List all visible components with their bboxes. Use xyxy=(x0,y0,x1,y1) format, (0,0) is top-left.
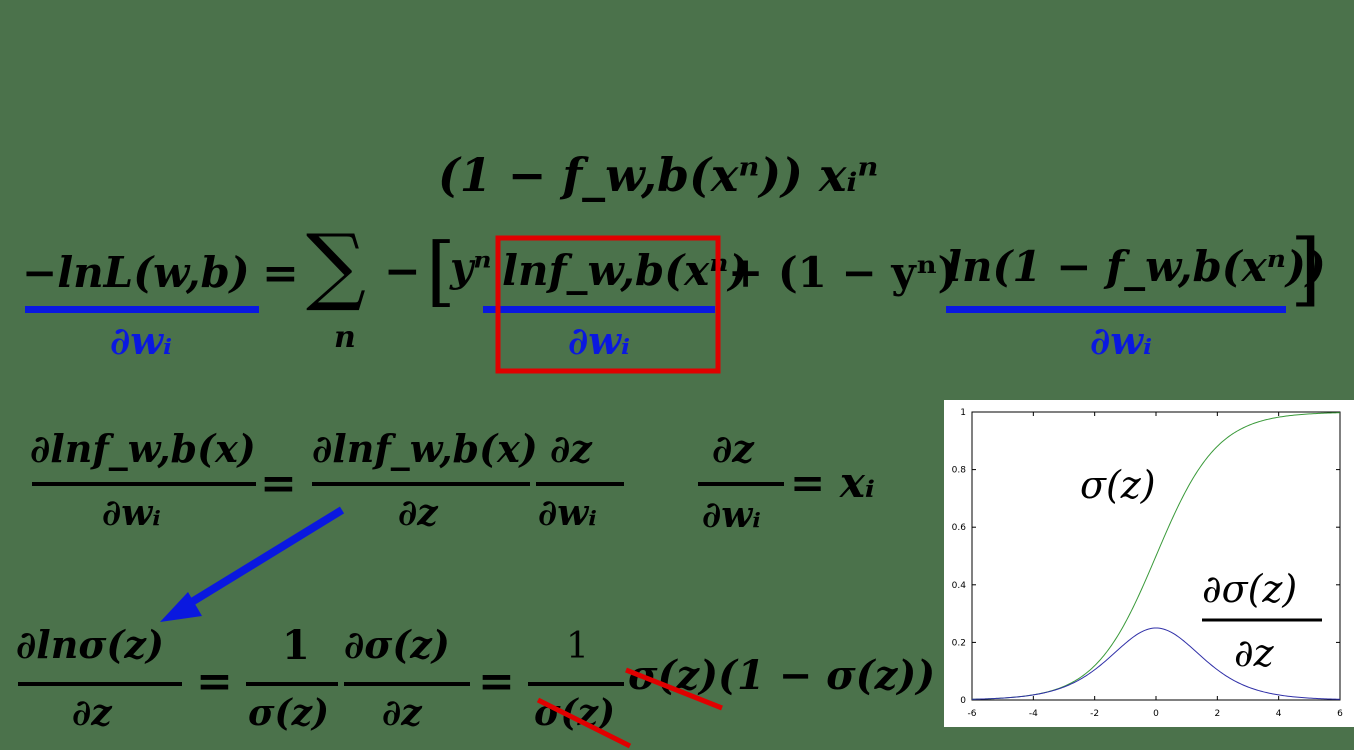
y-tick-label: 0.8 xyxy=(952,466,967,476)
sigmoid-derivative-curve xyxy=(971,627,1341,700)
bracket-close: ] xyxy=(1290,222,1322,315)
y-tick-label: 0.2 xyxy=(952,638,966,648)
sum-index: n xyxy=(334,320,356,355)
strike-line-2 xyxy=(536,697,632,749)
y-superscript-n: yⁿ xyxy=(450,244,492,291)
row2-lhs-bar xyxy=(32,482,256,486)
x-tick-label: -2 xyxy=(1090,709,1099,719)
row3-lhs-denominator: ∂z xyxy=(72,692,112,734)
blue-arrow-head xyxy=(160,592,202,622)
row2-equals: = xyxy=(260,458,297,509)
deriv-label-numerator: ∂σ(z) xyxy=(1202,567,1297,611)
term2-numerator: ln(1 − f_w,b(xⁿ)) xyxy=(946,242,1326,291)
sigmoid-plot: -6 -4 -2 0 2 4 6 0 0.2 0.4 0.6 0.8 1 σ(z) ∂σ(z) ∂z xyxy=(944,400,1354,727)
row2-side-denominator: ∂wᵢ xyxy=(702,494,761,536)
y-tick-label: 0.6 xyxy=(952,523,967,533)
term1-fraction-bar xyxy=(483,306,715,313)
row2-rhs1-denominator: ∂z xyxy=(398,492,438,534)
top-numerator: (1 − f_w,b(xⁿ)) xᵢⁿ xyxy=(438,148,879,202)
blue-arrow-shaft xyxy=(179,506,345,612)
row3-f1-numerator: 1 xyxy=(282,622,310,669)
row2-rhs2-bar xyxy=(536,482,624,486)
row3-f2-bar xyxy=(344,682,470,686)
row3-equals-2: = xyxy=(478,656,515,707)
term2-fraction-bar xyxy=(946,306,1286,313)
x-tick-label: -4 xyxy=(1029,709,1038,719)
x-tick-label: 2 xyxy=(1214,709,1220,719)
row2-rhs2-numerator: ∂z xyxy=(550,426,592,471)
equals-sign-1: = xyxy=(262,248,299,299)
term1-denominator: ∂wᵢ xyxy=(568,318,631,363)
row2-rhs1-bar xyxy=(312,482,530,486)
x-tick-label: 4 xyxy=(1276,709,1282,719)
row3-equals-1: = xyxy=(196,656,233,707)
row3-lhs-bar xyxy=(18,682,182,686)
row3-f1-denominator: σ(z) xyxy=(248,692,330,734)
row2-side-bar xyxy=(698,482,784,486)
term1-numerator: lnf_w,b(xⁿ) xyxy=(502,246,749,295)
y-tick-label: 0.4 xyxy=(952,581,967,591)
row2-rhs1-numerator: ∂lnf_w,b(x) xyxy=(312,426,538,471)
row2-lhs-denominator: ∂wᵢ xyxy=(102,492,161,534)
row3-lhs-numerator: ∂lnσ(z) xyxy=(16,622,164,667)
row3-f2-denominator: ∂z xyxy=(382,692,422,734)
row2-rhs2-denominator: ∂wᵢ xyxy=(538,492,597,534)
row2-side-result: = xᵢ xyxy=(790,458,875,507)
term2-denominator: ∂wᵢ xyxy=(1090,318,1153,363)
lhs-denominator: ∂wᵢ xyxy=(110,318,173,363)
bracket-open: [ xyxy=(426,226,456,315)
sigma-label: σ(z) xyxy=(1080,463,1156,507)
x-tick-label: 6 xyxy=(1337,709,1343,719)
row3-f3-numerator: 1 xyxy=(566,626,589,667)
row3-f3-bar xyxy=(528,682,624,686)
sum-symbol: ∑ xyxy=(306,216,366,314)
deriv-label-denominator: ∂z xyxy=(1234,631,1275,675)
lhs-numerator: −lnL(w,b) xyxy=(22,248,250,297)
term-minus: − xyxy=(384,246,421,297)
y-tick-label: 1 xyxy=(960,408,966,418)
row3-f2-numerator: ∂σ(z) xyxy=(344,622,450,667)
plus-one-minus-yn: + (1 − yⁿ) xyxy=(728,248,958,297)
plot-canvas: -6 -4 -2 0 2 4 6 0 0.2 0.4 0.6 0.8 1 σ(z) ∂σ(z) ∂z xyxy=(952,408,1343,719)
row2-lhs-numerator: ∂lnf_w,b(x) xyxy=(30,426,256,471)
row3-f1-bar xyxy=(246,682,338,686)
row2-side-numerator: ∂z xyxy=(712,426,754,471)
lhs-fraction-bar xyxy=(25,306,259,313)
x-tick-label: -6 xyxy=(968,709,977,719)
row3-f3-denominator: σ(z) xyxy=(534,692,616,734)
highlight-box xyxy=(495,235,721,374)
strike-line-1 xyxy=(625,667,723,711)
y-tick-label: 0 xyxy=(960,696,966,706)
x-tick-label: 0 xyxy=(1153,709,1159,719)
